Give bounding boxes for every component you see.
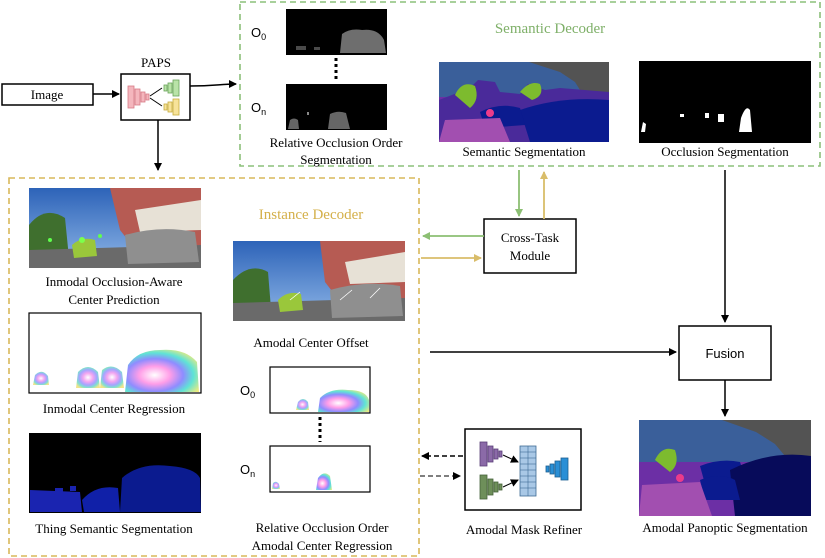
inst-o0-map xyxy=(269,366,371,414)
relative-occlusion-regression-label-2: Amodal Center Regression xyxy=(252,538,393,553)
image-input-label: Image xyxy=(31,87,64,102)
relative-occlusion-regression-label-1: Relative Occlusion Order xyxy=(256,520,390,535)
cross-task-label-1: Cross-Task xyxy=(501,230,560,245)
occlusion-segmentation-label: Occlusion Segmentation xyxy=(661,144,789,159)
sem-on-label: On xyxy=(251,100,266,117)
cross-task-label-2: Module xyxy=(510,248,551,263)
instance-decoder-group xyxy=(8,177,420,557)
inst-on-map xyxy=(269,445,371,493)
inst-o0-label: O0 xyxy=(240,383,255,400)
sem-o0-mask xyxy=(286,9,387,55)
sem-on-mask xyxy=(286,84,387,130)
amodal-panoptic-label: Amodal Panoptic Segmentation xyxy=(642,520,808,535)
inmodal-center-regression-image xyxy=(28,312,202,394)
semantic-segmentation-image xyxy=(439,62,609,142)
inst-on-label: On xyxy=(240,462,255,479)
amodal-center-offset-image xyxy=(233,241,405,321)
fusion-box xyxy=(678,325,772,381)
thing-semantic-segmentation-image xyxy=(29,433,201,513)
fusion-label: Fusion xyxy=(705,346,744,361)
inmodal-center-prediction-label-2: Center Prediction xyxy=(68,292,160,307)
inmodal-center-prediction-label-1: Inmodal Occlusion-Aware xyxy=(45,274,182,289)
thing-semantic-segmentation-label: Thing Semantic Segmentation xyxy=(35,521,193,536)
paps-network-icon xyxy=(127,79,180,116)
instance-decoder-title: Instance Decoder xyxy=(259,207,364,223)
amodal-mask-refiner-label: Amodal Mask Refiner xyxy=(466,522,583,537)
inmodal-center-prediction-image xyxy=(29,188,201,268)
cross-task-module-box xyxy=(483,218,577,274)
sem-o0-label: O0 xyxy=(251,25,266,42)
amodal-panoptic-image xyxy=(639,420,811,516)
mask-refiner-network-icon xyxy=(479,441,569,500)
semantic-decoder-title: Semantic Decoder xyxy=(495,21,605,37)
sem-relative-occlusion-label-1: Relative Occlusion Order xyxy=(270,135,404,150)
arrow-paps-to-semantic xyxy=(189,80,237,89)
occlusion-segmentation-image xyxy=(639,61,811,143)
sem-relative-occlusion-label-2: Segmentation xyxy=(300,152,372,167)
amodal-center-offset-label: Amodal Center Offset xyxy=(253,335,369,350)
paps-label: PAPS xyxy=(141,55,171,70)
semantic-segmentation-label: Semantic Segmentation xyxy=(462,144,586,159)
inmodal-center-regression-label: Inmodal Center Regression xyxy=(43,401,186,416)
semantic-decoder-group xyxy=(239,1,821,167)
